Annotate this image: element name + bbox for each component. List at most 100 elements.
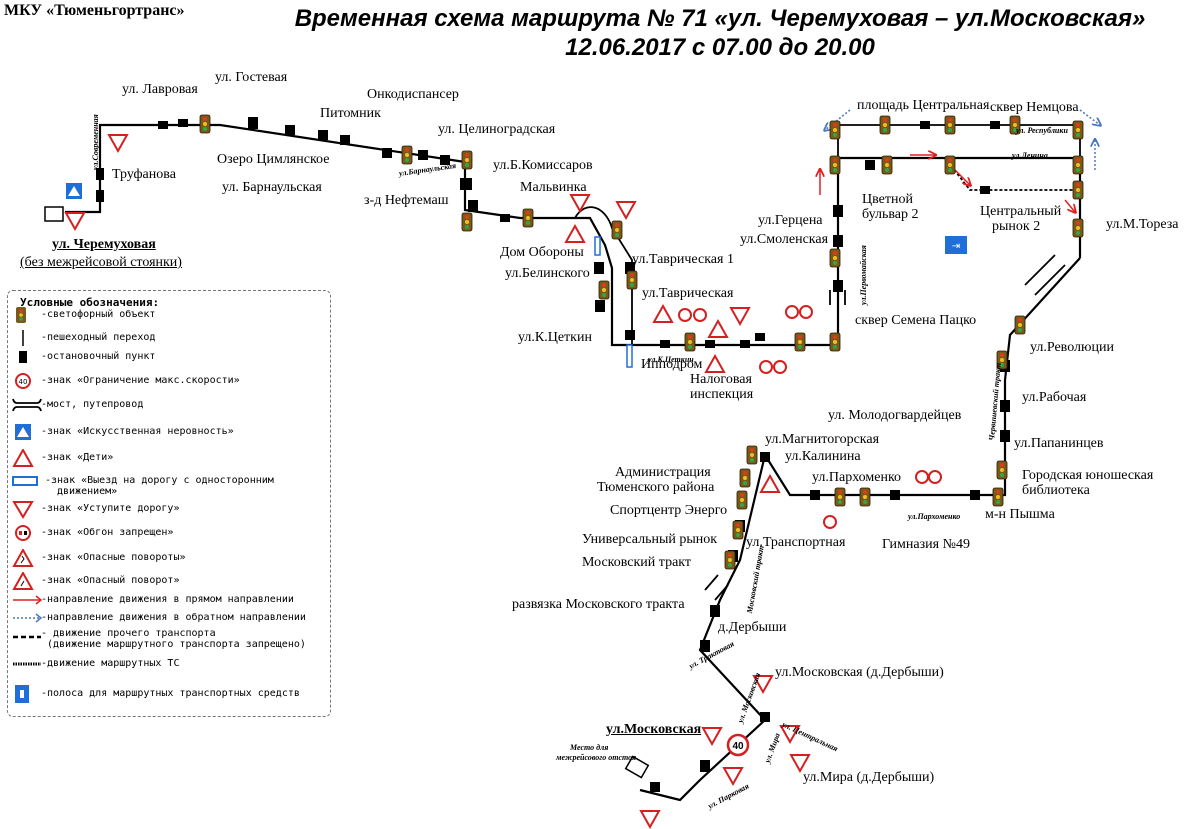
street-label: ул.Первомайская: [859, 245, 868, 305]
stop-label: ул.Таврическая 1: [632, 252, 734, 267]
stop-label: Озеро Цимлянское: [217, 152, 330, 167]
stop-label: ул. Барнаульская: [222, 180, 322, 195]
stop-label: Спортцентр Энерго: [610, 503, 728, 518]
stop-label: м-н Пышма: [985, 507, 1055, 522]
legend-item: -знак «Опасный поворот»: [11, 572, 329, 592]
legend-label: -движение маршрутных ТС: [41, 658, 180, 669]
backward-arrow-icon: [13, 613, 43, 623]
legend-item: -знак «Опасные повороты»: [11, 549, 329, 569]
legend-label: -пешеходный переход: [41, 332, 156, 343]
legend-item: - движение прочего транспорта(движение м…: [11, 628, 329, 650]
forward-arrow-icon: [13, 595, 43, 605]
stop-label: библиотека: [1022, 483, 1090, 498]
legend-item: -остановочный пункт: [11, 348, 329, 368]
terminal-end-building: [624, 755, 650, 779]
direction-arrows: [820, 109, 1100, 212]
legend-title: Условные обозначения:: [20, 296, 160, 309]
street-label: ул. Республики: [1016, 126, 1068, 135]
legend-item: -светофорный объект: [11, 306, 329, 326]
stop-label: развязка Московского тракта: [512, 597, 685, 612]
stop-label: ул.Б.Комиссаров: [493, 158, 593, 173]
street-label: ул.Современная: [91, 114, 100, 170]
bus-lane-sign-centre: ⇥: [945, 236, 967, 254]
stop-label: ул.Папанинцев: [1014, 436, 1104, 451]
stop-label: д.Дербыши: [718, 620, 787, 635]
stop-label: Питомник: [320, 106, 381, 121]
stop-label: ул.Мира (д.Дербыши): [803, 770, 935, 785]
stop-label: Мальвинка: [520, 180, 587, 195]
legend-label: -направление движения в обратном направл…: [41, 612, 306, 623]
legend-item: -направление движения в прямом направлен…: [11, 591, 329, 611]
stop-label: Труфанова: [112, 167, 176, 182]
speed-bump-sign-icon: [15, 424, 31, 440]
stop-label: ул.Смоленская: [740, 232, 829, 247]
stop-label: бульвар 2: [862, 207, 919, 222]
legend-label: -знак «Опасные повороты»: [41, 552, 186, 563]
legend-label: -знак «Дети»: [41, 452, 114, 463]
stop-label: ул. Целиноградская: [438, 122, 556, 137]
dangerous-curves-sign-icon: [12, 549, 34, 567]
stop-label: Ипподром: [641, 357, 703, 372]
speed-limit-value: 40: [732, 741, 744, 752]
traffic-light-icon: [16, 307, 26, 323]
terminal-end-note: межрейсового отстоя: [556, 753, 637, 762]
speed-bump-sign-start: [66, 183, 82, 199]
stop-label: ул.Пархоменко: [812, 470, 902, 485]
terminal-end-note: Место для: [570, 743, 609, 752]
terminal-start-name: ул. Черемуховая: [52, 237, 156, 252]
legend-label: -знак «Обгон запрещен»: [41, 527, 174, 538]
route-traffic-line-icon: [13, 662, 41, 666]
children-sign-icon: [12, 449, 34, 467]
legend-label: -знак «Ограничение макс.скорости»: [41, 375, 240, 386]
stop-label: ул.Калинина: [785, 449, 861, 464]
stop-label: Налоговая: [690, 372, 752, 387]
svg-text:⇥: ⇥: [952, 241, 960, 252]
stop-label: ул.Революции: [1030, 340, 1114, 355]
bridge-markers: [704, 254, 1066, 601]
speed-limit-sign: 40: [726, 733, 750, 757]
stop-label: Гимназия №49: [882, 537, 970, 552]
stop-label: рынок 2: [992, 219, 1041, 234]
stop-label: сквер Семена Пацко: [855, 313, 977, 328]
legend-item: -знак «Дети»: [11, 449, 329, 469]
title-line-2: 12.06.2017 с 07.00 до 20.00: [565, 34, 875, 61]
legend-item: -направление движения в обратном направл…: [11, 609, 329, 629]
yield-sign-icon: [12, 501, 34, 519]
stop-label: Цветной: [862, 192, 913, 207]
stop-label: сквер Немцова: [990, 100, 1079, 115]
legend-label: -направление движения в прямом направлен…: [41, 594, 294, 605]
stop-label: ул. Лавровая: [122, 82, 198, 97]
traffic-lights: [199, 114, 1084, 570]
stop-label: Универсальный рынок: [582, 532, 718, 547]
dangerous-curve-sign-icon: [12, 572, 34, 590]
legend-item: -пешеходный переход: [11, 329, 329, 349]
stop-label: Дом Обороны: [500, 245, 584, 260]
stop-label: ул.Белинского: [505, 266, 590, 281]
legend-box: [7, 290, 331, 717]
one-way-exit-signs: [594, 236, 633, 368]
legend-label: -остановочный пункт: [41, 351, 156, 362]
stop-label: ул.К.Цеткин: [518, 330, 592, 345]
street-label: ул.К.Цеткин: [648, 355, 694, 364]
stop-label: ул.Герцена: [758, 213, 823, 228]
bus-stop-icon: [19, 351, 27, 363]
stop-label: ул.Транспортная: [746, 535, 846, 550]
other-traffic-line-icon: [13, 635, 41, 639]
stop-label: ул. Молодогвардейцев: [828, 408, 962, 423]
terminal-start-note: (без межрейсовой стоянки): [20, 255, 182, 270]
no-overtaking-sign-icon: [15, 525, 31, 541]
stop-label: инспекция: [690, 387, 754, 402]
legend-label: - движение прочего транспорта(движение м…: [41, 628, 306, 650]
legend-label: -полоса для маршрутных транспортных сред…: [41, 688, 300, 699]
street-label: ул.Ленина: [1012, 151, 1048, 160]
stop-label: з-д Нефтемаш: [364, 193, 449, 208]
org-name: МКУ «Тюменьгортранс»: [4, 2, 185, 19]
legend-label: -знак «Опасный поворот»: [41, 575, 180, 586]
legend-label: -знак «Уступите дорогу»: [41, 503, 180, 514]
legend-item: -знак «Обгон запрещен»: [11, 524, 329, 544]
stop-label: Центральный: [980, 204, 1062, 219]
terminal-start-building: [44, 206, 64, 222]
svg-text:40: 40: [19, 378, 28, 386]
